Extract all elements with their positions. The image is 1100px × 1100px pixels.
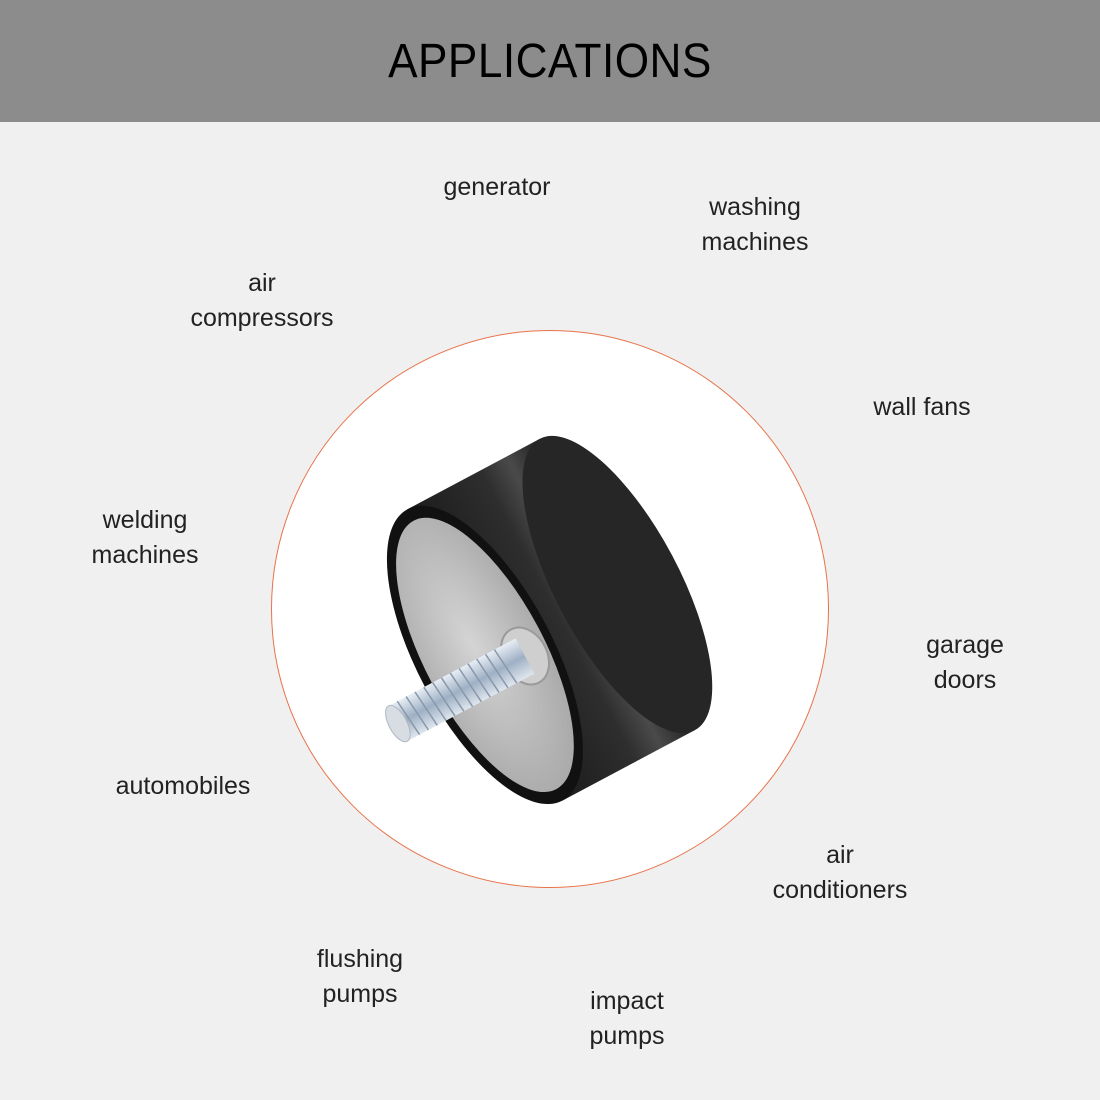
application-label-line: generator [443,173,551,201]
application-generator: generator [443,170,550,205]
application-label-line: pumps [589,1022,665,1050]
application-label-line: machines [91,541,199,569]
application-label-line: flushing [316,945,404,973]
rubber-mount-icon [385,435,713,805]
header-banner: APPLICATIONS [0,0,1100,122]
application-label-line: washing [709,193,801,221]
application-label-line: impact [590,987,664,1015]
application-label-line: wall fans [873,393,971,421]
application-label-line: compressors [190,304,334,332]
application-washing-machines: washing machines [702,190,809,260]
application-label-line: air [248,269,276,297]
application-label-line: doors [933,666,997,694]
application-label-line: garage [926,631,1004,659]
application-impact-pumps: impact pumps [589,984,664,1054]
application-wall-fans: wall fans [873,390,970,425]
application-label-line: machines [701,228,809,256]
application-label-line: automobiles [115,772,251,800]
application-label-line: air [826,841,854,869]
application-label-line: welding [102,506,188,534]
application-garage-doors: garage doors [926,628,1004,698]
application-flushing-pumps: flushing pumps [317,942,403,1012]
application-label-line: conditioners [772,876,908,904]
application-air-conditioners: air conditioners [773,838,908,908]
application-air-compressors: air compressors [190,266,333,336]
application-automobiles: automobiles [116,769,251,804]
application-welding-machines: welding machines [92,503,199,573]
application-label-line: pumps [322,980,398,1008]
page-title: APPLICATIONS [388,34,712,88]
